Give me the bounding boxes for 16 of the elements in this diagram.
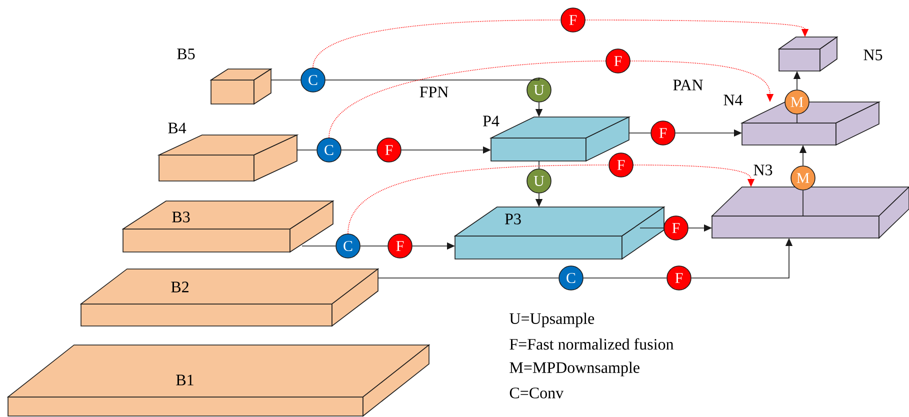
block-label: B5 [177, 48, 195, 60]
text-label: C=Conv [510, 388, 564, 398]
block-label: B3 [172, 212, 190, 222]
block-label: B2 [171, 282, 188, 292]
block-label: P4 [483, 116, 500, 126]
text-label: U=Upsample [510, 312, 594, 328]
block-label: N3 [754, 164, 772, 176]
block-label: B1 [176, 374, 194, 386]
text-label: F=Fast normalized fusion [510, 338, 674, 350]
block-label: N5 [864, 50, 882, 60]
text-label: FPN [420, 86, 448, 98]
text-label: M=MPDownsample [510, 362, 640, 376]
block-label: P3 [505, 214, 521, 224]
text-label: PAN [673, 80, 703, 90]
block-label: N4 [724, 94, 743, 106]
block-label: B4 [168, 122, 186, 134]
